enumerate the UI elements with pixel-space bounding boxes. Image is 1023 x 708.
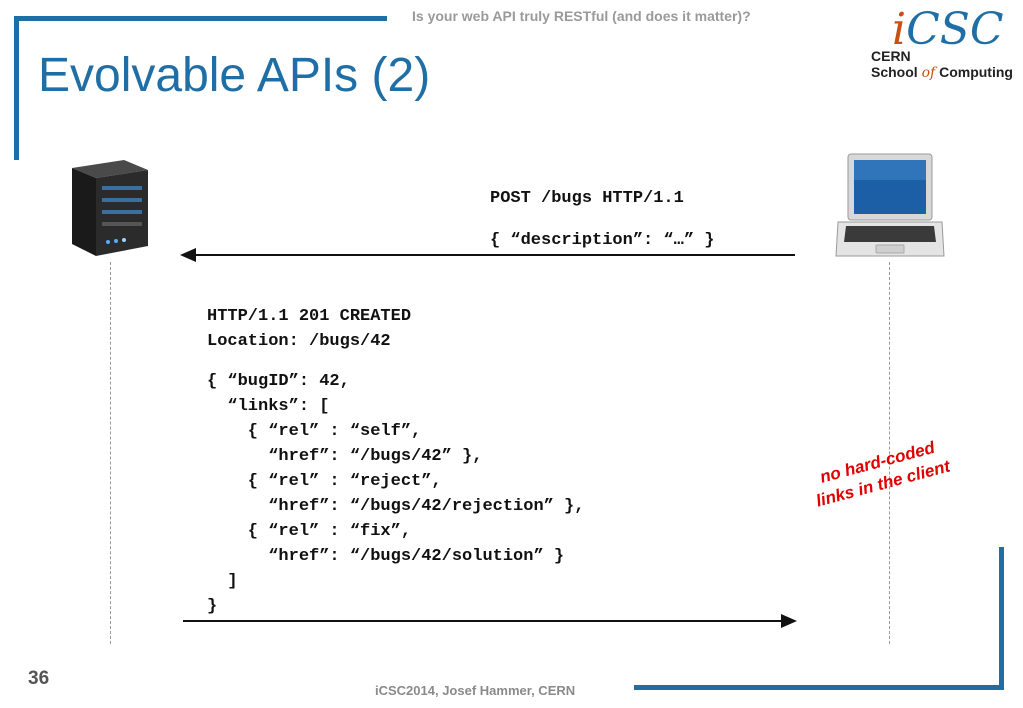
frame-top-bar	[14, 16, 387, 21]
logo-school-text: School of Computing	[871, 64, 1013, 81]
server-lifeline	[110, 262, 111, 644]
response-body-line: { “rel” : “reject”,	[207, 472, 442, 491]
request-body: { “description”: “…” }	[490, 231, 715, 250]
no-hardcoded-links-note: no hard-coded links in the client	[813, 437, 953, 511]
request-arrow-line	[192, 254, 795, 256]
response-body-line: { “bugID”: 42,	[207, 372, 350, 391]
response-body-line: “href”: “/bugs/42” },	[207, 447, 483, 466]
logo-mark: iCSC	[892, 4, 1004, 55]
footer-credit: iCSC2014, Josef Hammer, CERN	[375, 683, 576, 698]
client-lifeline	[889, 262, 890, 644]
response-body-line: { “rel” : “self”,	[207, 422, 422, 441]
server-icon	[72, 160, 148, 256]
request-arrowhead	[180, 248, 196, 262]
response-body-line: { “rel” : “fix”,	[207, 522, 412, 541]
slide-title: Evolvable APIs (2)	[38, 49, 431, 102]
response-body-line: “links”: [	[207, 397, 330, 416]
frame-bottom-bar	[634, 685, 1004, 690]
response-body-line: “href”: “/bugs/42/rejection” },	[207, 497, 585, 516]
frame-right-bar	[999, 547, 1004, 690]
icsc-logo: iCSC CERN School of Computing	[840, 8, 1015, 88]
laptop-icon	[835, 153, 945, 257]
frame-left-bar	[14, 16, 19, 160]
response-body-line: }	[207, 597, 218, 616]
response-arrowhead	[781, 614, 797, 628]
response-body-line: ]	[207, 572, 238, 591]
logo-cern-text: CERN	[871, 48, 911, 64]
response-status: HTTP/1.1 201 CREATED	[207, 307, 412, 326]
running-title: Is your web API truly RESTful (and does …	[412, 8, 751, 24]
page-number: 36	[28, 668, 50, 689]
response-body-line: “href”: “/bugs/42/solution” }	[207, 547, 565, 566]
response-location: Location: /bugs/42	[207, 332, 391, 351]
request-line: POST /bugs HTTP/1.1	[490, 189, 684, 208]
response-arrow-line	[183, 620, 783, 622]
